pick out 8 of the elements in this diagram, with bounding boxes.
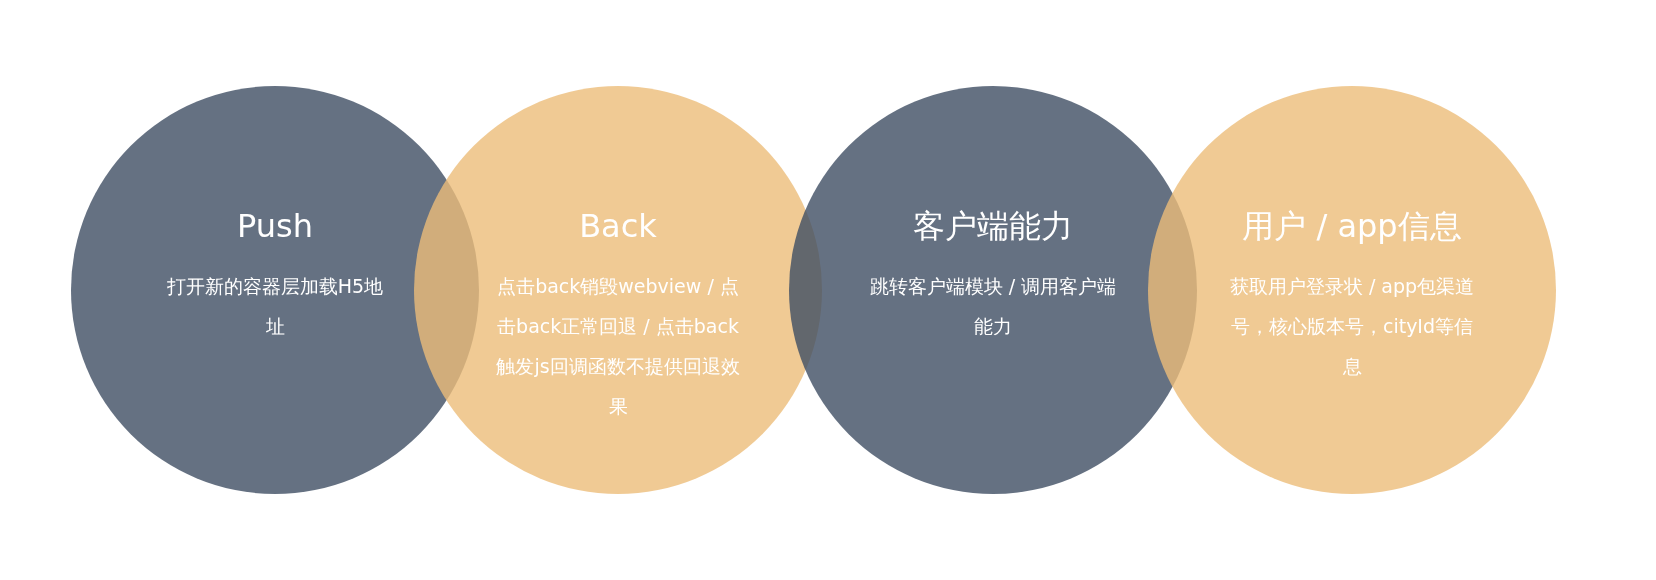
description-text: 点击back销毁webview / 点击back正常回退 / 点击back触发js回调函数不提供回退效果: [495, 274, 741, 419]
circle-title: 客户端能力: [912, 206, 1074, 247]
circle-title: 用户 / app信息: [1241, 206, 1463, 247]
circle-title: Back: [578, 206, 658, 247]
description-text: 跳转客户端模块 / 调用客户端能力: [868, 274, 1118, 339]
description-text: 获取用户登录状 / app包渠道号，核心版本号，cityId等信息: [1228, 274, 1476, 379]
description-text: 打开新的容器层加载H5地址: [165, 274, 385, 339]
circle-title: Push: [236, 206, 314, 247]
